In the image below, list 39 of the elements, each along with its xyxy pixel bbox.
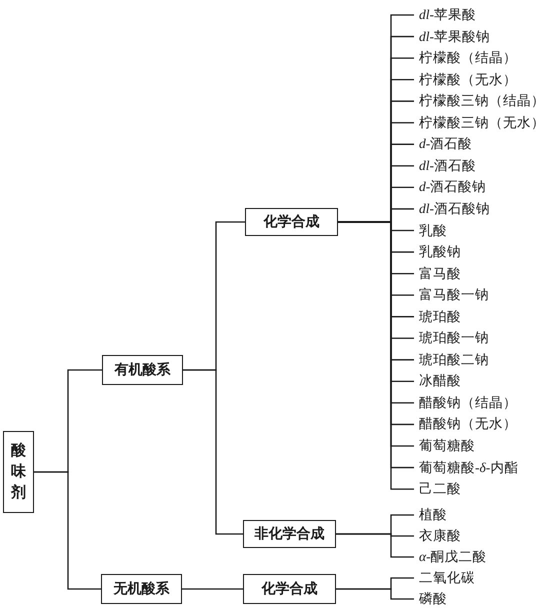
- leaf-label: 富马酸: [414, 264, 461, 283]
- category-box: 非化学合成: [243, 520, 336, 548]
- connector-line: [182, 588, 243, 590]
- category-box: 化学合成: [245, 208, 338, 236]
- leaf-label: 二氧化碳: [414, 569, 475, 587]
- leaf-label: 植酸: [414, 506, 447, 524]
- connector-line: [34, 471, 101, 590]
- leaf-label: 琥珀酸: [414, 308, 461, 326]
- leaf-label: 柠檬酸三钠（结晶）: [414, 92, 545, 110]
- category-box: 酸味剂: [3, 431, 34, 513]
- leaf-label: 琥珀酸一钠: [414, 329, 489, 348]
- connector-line: [336, 588, 414, 600]
- leaf-label: 衣康酸: [414, 527, 461, 545]
- leaf-label: 富马酸一钠: [414, 286, 489, 304]
- connector-line: [336, 533, 414, 558]
- leaf-label: 乳酸钠: [414, 243, 461, 262]
- leaf-label: 己二酸: [414, 480, 461, 498]
- leaf-label: 醋酸钠（无水）: [414, 415, 517, 434]
- category-box: 有机酸系: [102, 355, 183, 385]
- leaf-label: 柠檬酸（结晶）: [414, 49, 517, 68]
- leaf-label: 冰醋酸: [414, 372, 461, 390]
- leaf-label: 磷酸: [414, 590, 447, 608]
- leaf-label: 葡萄糖酸-δ-内酯: [414, 458, 518, 477]
- leaf-label: 琥珀酸二钠: [414, 350, 489, 369]
- leaf-label: 醋酸钠（结晶）: [414, 394, 517, 412]
- leaf-label: d-酒石酸钠: [414, 178, 486, 196]
- leaf-label: α-酮戊二酸: [414, 548, 487, 566]
- category-box: 化学合成: [243, 574, 336, 604]
- leaf-label: dl-酒石酸钠: [414, 200, 490, 218]
- leaf-label: dl-苹果酸钠: [414, 28, 490, 46]
- leaf-label: 葡萄糖酸: [414, 437, 475, 455]
- connector-line: [183, 369, 243, 535]
- category-box: 无机酸系: [101, 574, 182, 604]
- leaf-label: 柠檬酸（无水）: [414, 70, 517, 89]
- leaf-label: dl-酒石酸: [414, 156, 476, 175]
- leaf-label: 柠檬酸三钠（无水）: [414, 114, 545, 132]
- leaf-label: dl-苹果酸: [414, 6, 476, 24]
- leaf-label: 乳酸: [414, 222, 447, 240]
- leaf-label: d-酒石酸: [414, 135, 472, 154]
